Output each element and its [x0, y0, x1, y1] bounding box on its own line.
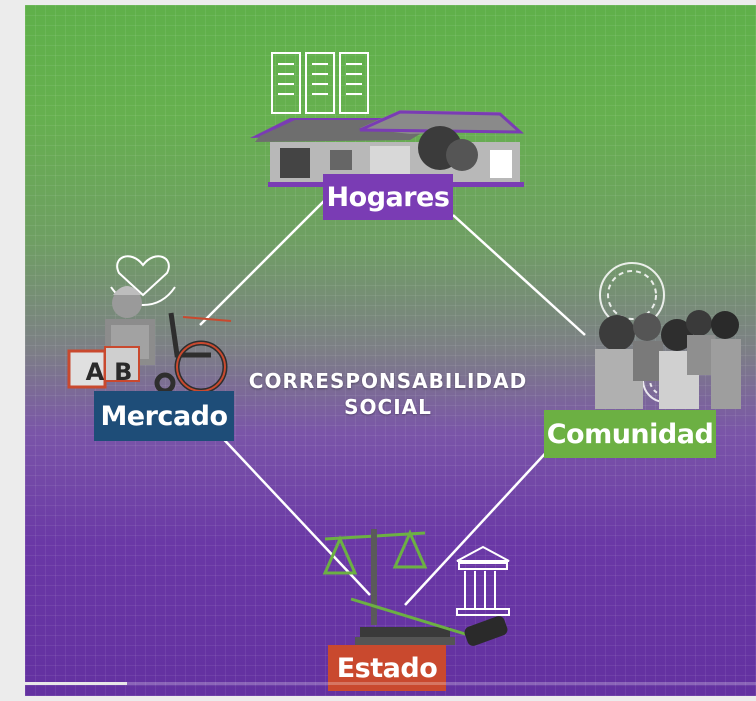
video-progress-bar[interactable] [25, 682, 756, 685]
blocks-letters: AB [85, 358, 143, 386]
video-progress-fill [25, 682, 128, 685]
building-icon [456, 545, 510, 616]
video-frame: AB [25, 5, 756, 696]
center-title-line-1: CORRESPONSABILIDAD [248, 369, 528, 393]
node-hogares: Hogares [323, 174, 453, 220]
house-illustration [250, 52, 524, 187]
center-title-line-2: SOCIAL [344, 395, 432, 419]
line-hogares-comunidad [452, 214, 586, 336]
gavel-icon [464, 616, 508, 646]
line-comunidad-estado [404, 444, 554, 606]
community-illustration [595, 262, 741, 409]
heart-hands-icon [116, 255, 170, 297]
market-illustration [67, 255, 232, 394]
justice-illustration [322, 529, 510, 646]
line-mercado-estado [214, 429, 371, 596]
node-mercado: Mercado [94, 391, 234, 441]
connection-lines [199, 194, 586, 606]
node-estado: Estado [328, 645, 446, 691]
line-hogares-mercado [199, 194, 331, 326]
wheelchair-icon [154, 312, 228, 394]
node-comunidad: Comunidad [544, 410, 716, 458]
